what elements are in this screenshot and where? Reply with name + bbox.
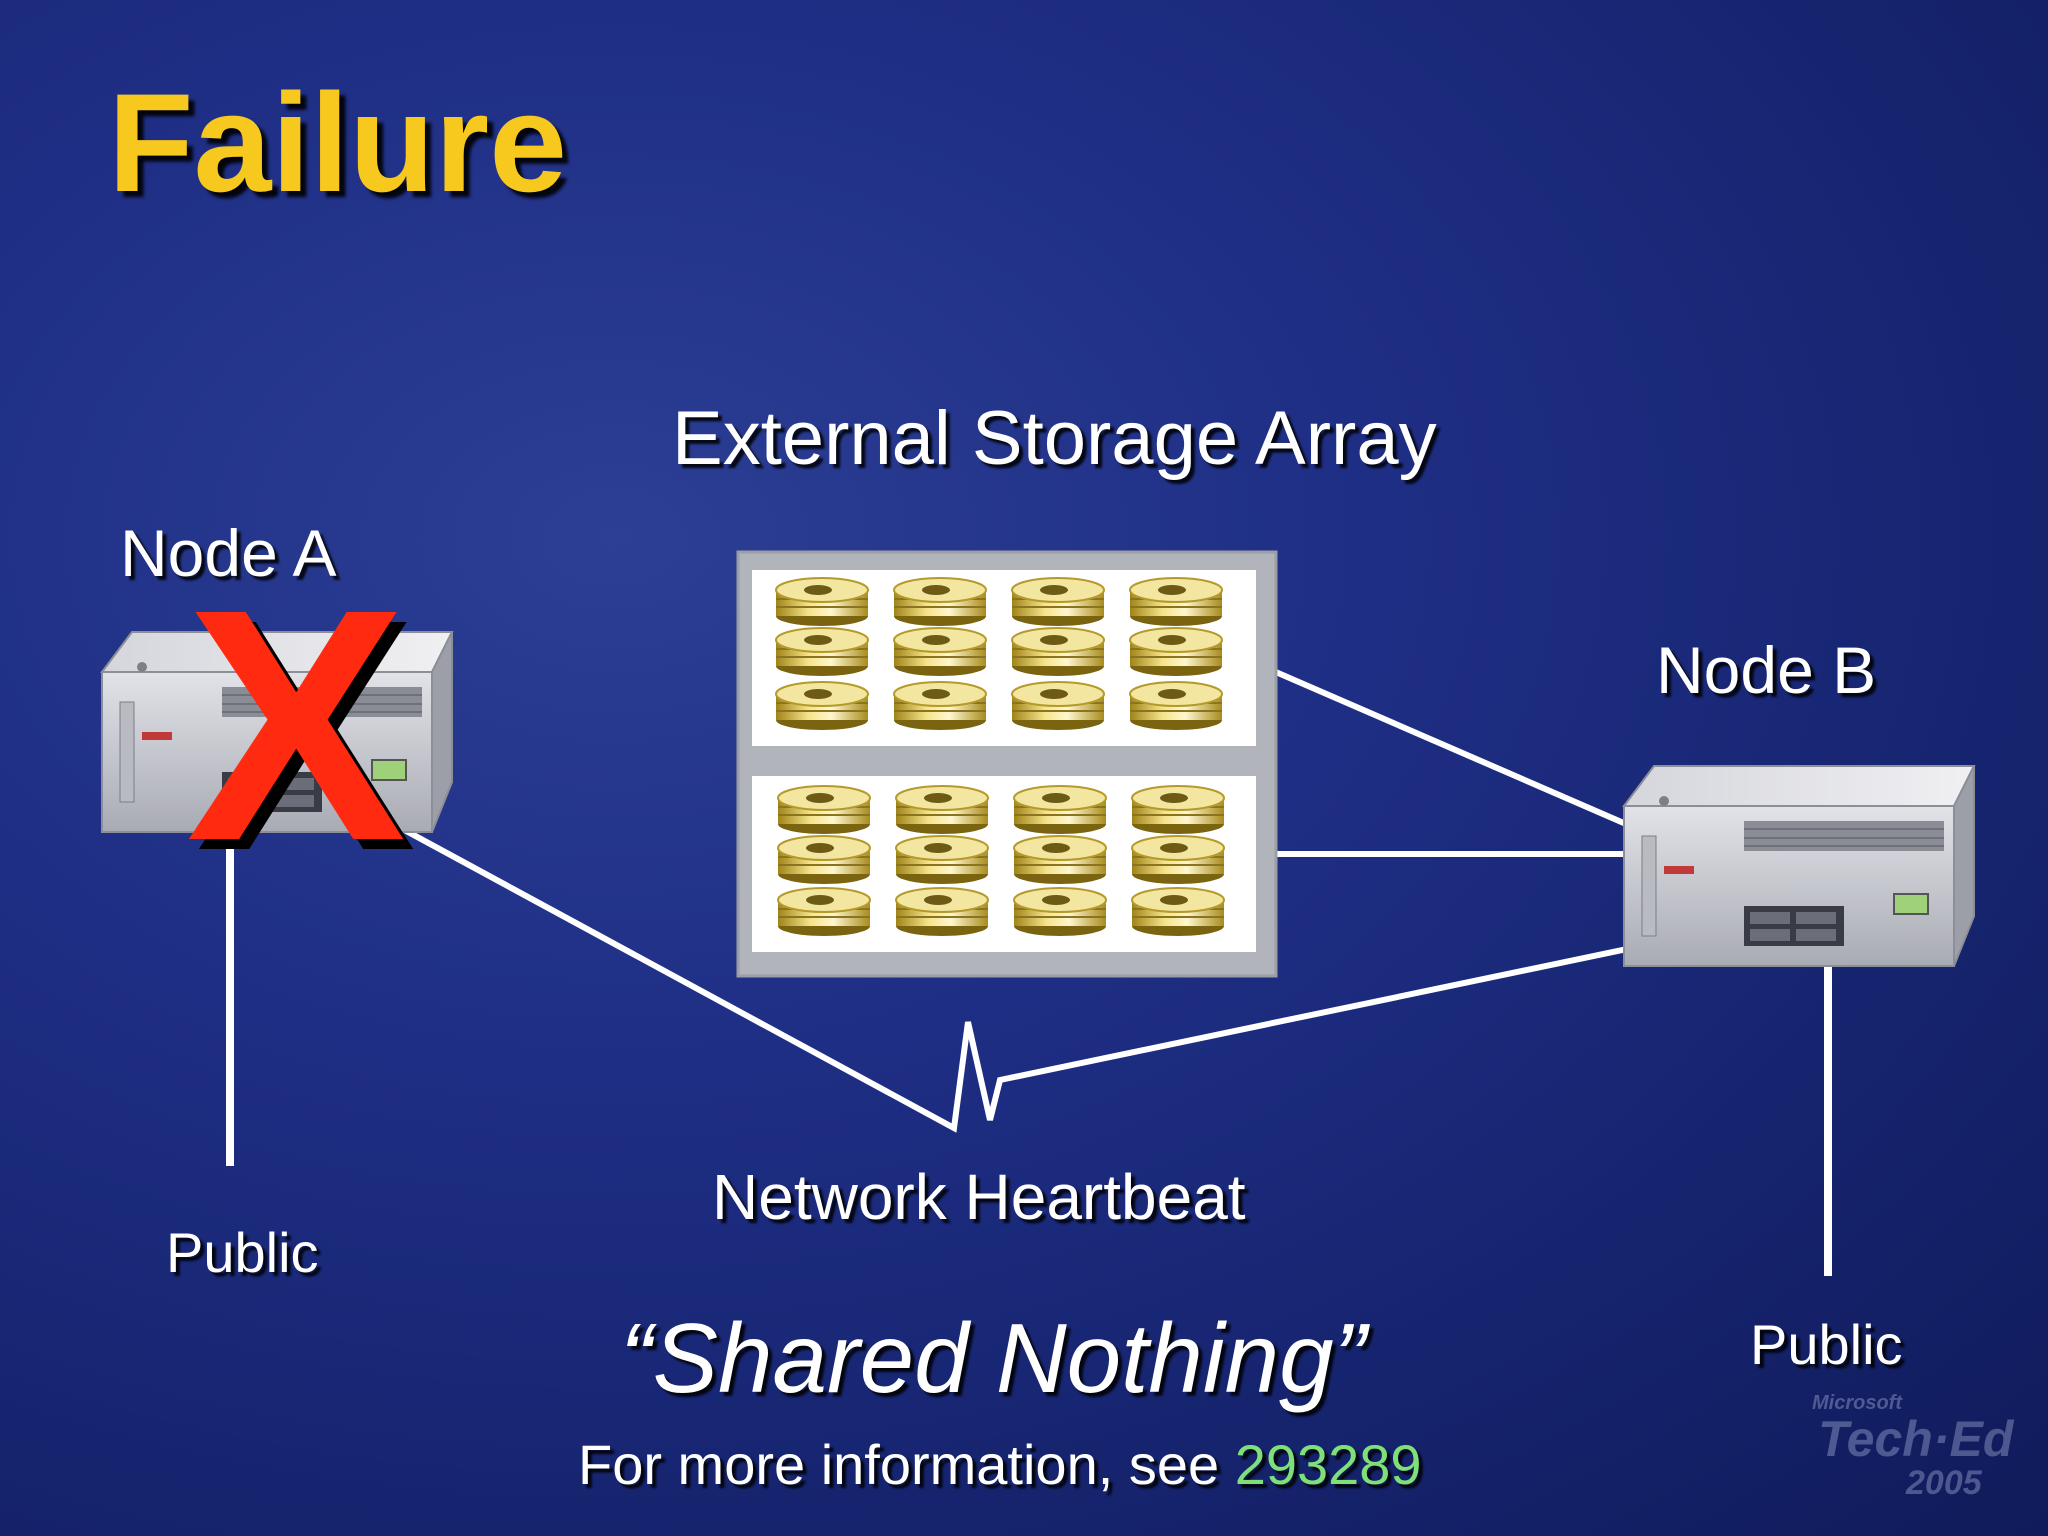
slide-title: Failure (108, 64, 568, 221)
more-info-prefix: For more information, see (578, 1433, 1235, 1496)
teched-logo: Microsoft Tech·Ed 2005 (1808, 1392, 2013, 1516)
public-network-b-label: Public (1750, 1313, 1903, 1376)
external-storage-array (736, 550, 1278, 978)
kb-article-link[interactable]: 293289 (1234, 1433, 1422, 1496)
shared-nothing-tagline: “Shared Nothing” (620, 1303, 1367, 1413)
more-info-text: For more information, see 293289 (578, 1432, 1422, 1497)
logo-year: 2005 (1906, 1464, 1982, 1502)
node-b-label: Node B (1656, 633, 1877, 707)
node-a-label: Node A (120, 516, 337, 590)
storage-to-node-b-link-1 (1260, 663, 1628, 827)
heartbeat-line (384, 817, 1681, 1133)
logo-product: Tech·Ed (1818, 1411, 2014, 1467)
failure-x-icon: X (186, 540, 407, 909)
public-network-a-label: Public (166, 1221, 319, 1284)
network-heartbeat-label: Network Heartbeat (712, 1161, 1246, 1233)
logo-company: Microsoft (1812, 1392, 1902, 1414)
node-b-server-icon (1623, 765, 1975, 967)
storage-array-label: External Storage Array (672, 396, 1437, 481)
